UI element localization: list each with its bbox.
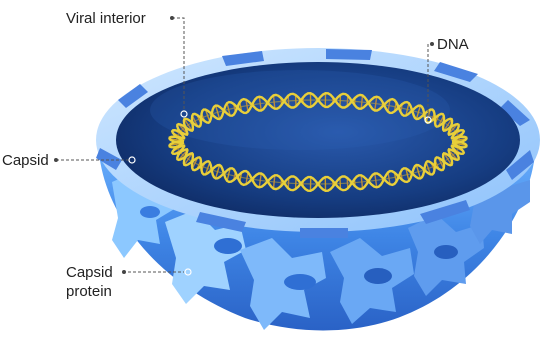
viral-interior-label: Viral interior	[66, 10, 146, 27]
capsid-protein-label-line2: protein	[66, 283, 112, 300]
capsid-label: Capsid	[2, 152, 49, 169]
capsid-protein-label-line1: Capsid	[66, 264, 113, 281]
dna-label: DNA	[437, 36, 469, 53]
